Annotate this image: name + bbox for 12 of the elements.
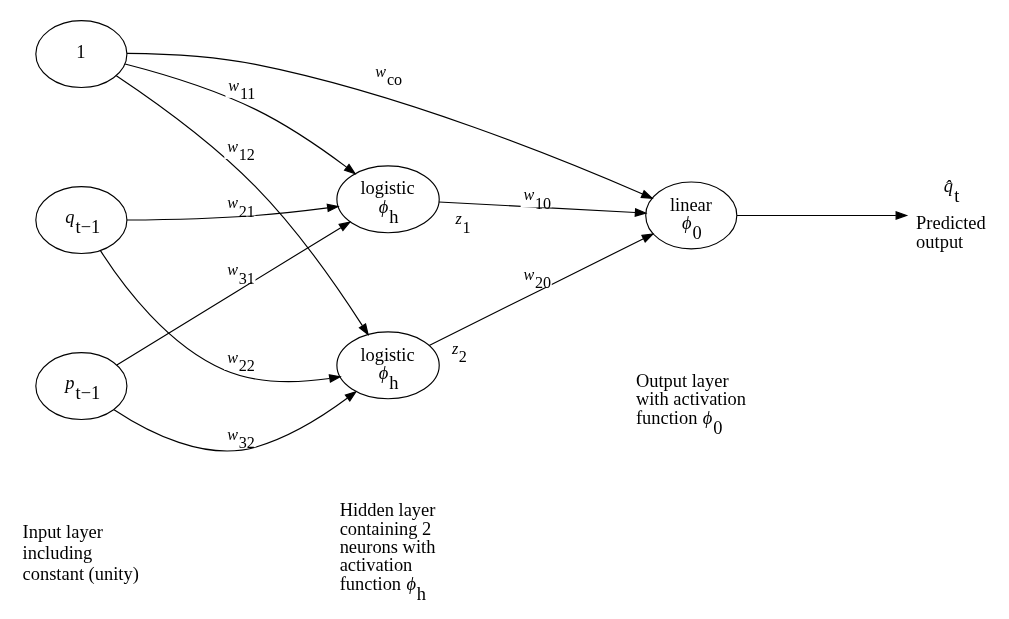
arrow <box>126 52 654 199</box>
arrow <box>438 200 648 217</box>
arrow <box>736 210 909 220</box>
arrow <box>116 220 352 366</box>
arrow <box>113 390 358 452</box>
arrow <box>428 232 655 346</box>
arrow <box>99 249 342 383</box>
arrow <box>124 62 357 175</box>
node-label: Predicted output <box>916 212 986 252</box>
arrow <box>126 203 340 221</box>
node-ellipse: 1 <box>35 19 128 88</box>
label: Input layer including constant (unity) <box>22 521 139 584</box>
